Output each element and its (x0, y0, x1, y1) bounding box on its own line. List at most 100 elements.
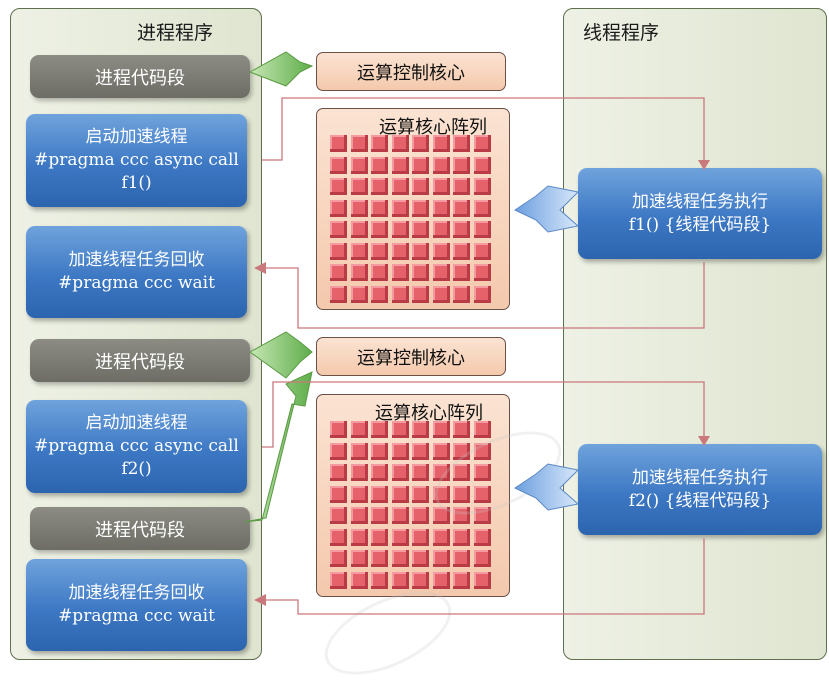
core-array-2-grid (330, 421, 491, 589)
core-cell (350, 264, 368, 281)
start-thread-1-line-2: #pragma ccc async call (34, 150, 239, 170)
collect-2-line-2: #pragma ccc wait (58, 606, 215, 626)
core-cell (371, 199, 388, 217)
flow-overlay (243, 51, 710, 615)
core-cell (432, 507, 450, 524)
exec-2-line-2: f2() {线程代码段} (628, 490, 772, 511)
core-cell (453, 199, 470, 217)
exec-2-line-1: 加速线程任务执行 (632, 467, 768, 488)
core-cell (453, 528, 470, 546)
core-cell (453, 485, 470, 503)
arrowhead-down-1 (698, 160, 710, 170)
core-cell (412, 485, 429, 503)
thread-panel: 线程程序 (563, 8, 827, 660)
core-cell (453, 242, 470, 260)
core-cell (453, 156, 470, 174)
start-thread-box-2: 启动加速线程 #pragma ccc async call f2() (26, 400, 247, 493)
core-cell (350, 421, 368, 438)
core-cell (453, 571, 470, 589)
collect-1-line-1: 加速线程任务回收 (68, 250, 205, 270)
core-cell (473, 242, 491, 260)
core-cell (371, 507, 388, 524)
core-cell (330, 135, 347, 152)
core-cell (371, 464, 388, 481)
core-cell (391, 550, 409, 567)
core-cell (350, 178, 368, 195)
blue-arrow-2 (513, 463, 580, 511)
core-cell (432, 571, 450, 589)
core-array-1: 运算核心阵列 (316, 108, 510, 310)
process-panel-title: 进程程序 (137, 22, 214, 44)
core-cell (391, 178, 409, 195)
core-cell (330, 178, 347, 195)
core-cell (330, 528, 347, 546)
call-line-2 (262, 381, 705, 448)
core-cell (473, 156, 491, 174)
core-cell (473, 285, 491, 303)
core-cell (453, 507, 470, 524)
green-arrow-3 (243, 371, 313, 523)
core-cell (432, 421, 450, 438)
core-cell (453, 264, 470, 281)
core-cell (432, 242, 450, 260)
core-cell (330, 264, 347, 281)
exec-1-line-2: f1() {线程代码段} (628, 214, 772, 235)
core-cell (473, 135, 491, 152)
process-code-segment-2: 进程代码段 (30, 339, 250, 382)
core-cell (371, 178, 388, 195)
core-cell (330, 485, 347, 503)
core-cell (391, 528, 409, 546)
return-line-2 (266, 538, 705, 615)
core-cell (391, 464, 409, 481)
core-cell (412, 156, 429, 174)
core-cell (330, 442, 347, 460)
core-cell (391, 156, 409, 174)
core-cell (371, 264, 388, 281)
exec-1-line-1: 加速线程任务执行 (632, 191, 768, 212)
thread-exec-box-1: 加速线程任务执行 f1() {线程代码段} (578, 168, 822, 259)
core-cell (453, 178, 470, 195)
core-cell (412, 178, 429, 195)
core-cell (371, 442, 388, 460)
thread-exec-box-2: 加速线程任务执行 f2() {线程代码段} (578, 444, 822, 535)
core-cell (330, 221, 347, 238)
core-array-2: 运算核心阵列 (316, 394, 510, 597)
core-cell (453, 135, 470, 152)
process-code-segment-3: 进程代码段 (30, 507, 250, 550)
core-cell (350, 550, 368, 567)
core-array-1-grid (330, 135, 491, 303)
core-cell (350, 135, 368, 152)
core-cell (473, 178, 491, 195)
core-cell (412, 242, 429, 260)
core-cell (473, 464, 491, 481)
core-cell (330, 199, 347, 217)
core-cell (412, 199, 429, 217)
call-line-1 (262, 97, 705, 161)
core-cell (432, 485, 450, 503)
core-cell (453, 421, 470, 438)
core-cell (391, 242, 409, 260)
core-cell (473, 421, 491, 438)
core-cell (432, 528, 450, 546)
start-thread-2-line-2: #pragma ccc async call (34, 436, 239, 456)
core-cell (371, 135, 388, 152)
arrowhead-left-1 (254, 262, 266, 274)
core-cell (371, 528, 388, 546)
start-thread-2-line-3: f2() (121, 459, 152, 479)
core-cell (412, 221, 429, 238)
core-cell (412, 264, 429, 281)
core-cell (473, 571, 491, 589)
core-cell (330, 156, 347, 174)
core-cell (391, 135, 409, 152)
core-cell (391, 199, 409, 217)
core-cell (391, 442, 409, 460)
core-cell (473, 442, 491, 460)
core-cell (350, 464, 368, 481)
collect-box-1: 加速线程任务回收 #pragma ccc wait (26, 226, 247, 318)
core-cell (350, 199, 368, 217)
arrowhead-left-2 (254, 594, 266, 606)
return-line-1 (266, 262, 705, 329)
core-cell (473, 550, 491, 567)
core-array-1-title: 运算核心阵列 (379, 117, 487, 138)
core-cell (412, 464, 429, 481)
